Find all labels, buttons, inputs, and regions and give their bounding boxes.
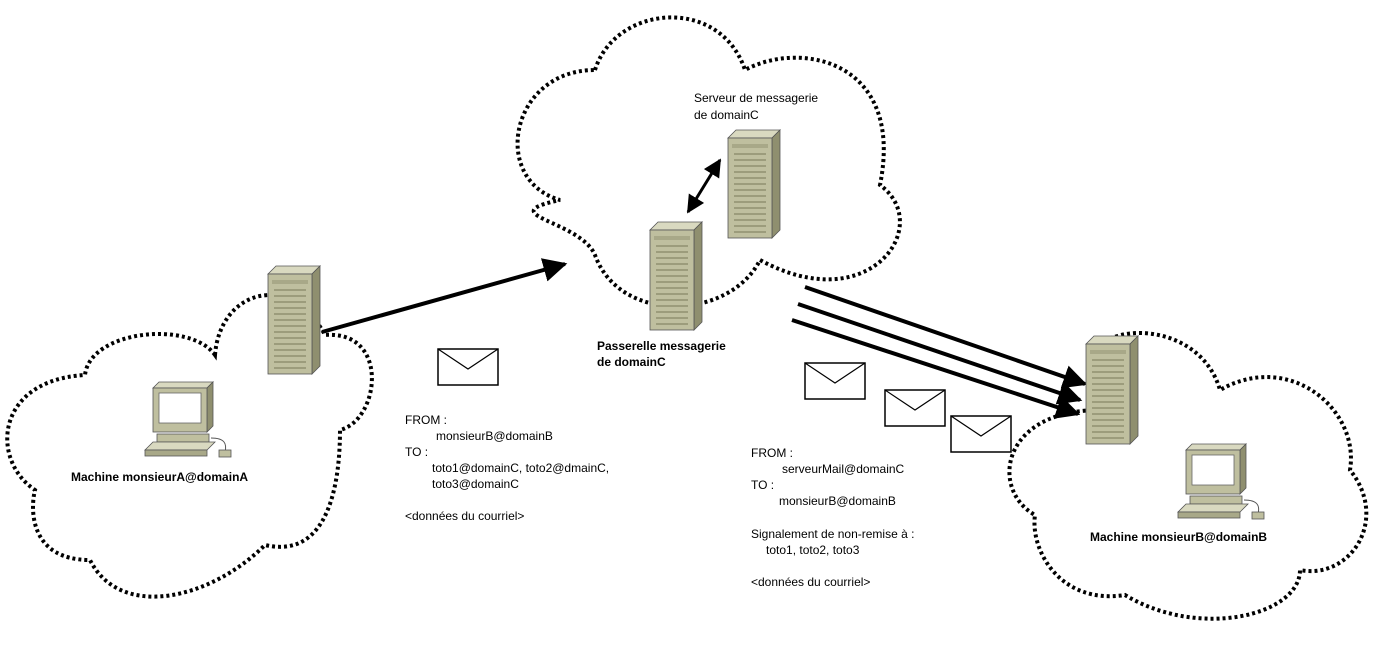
arrow-gateway-server: [686, 158, 722, 214]
msg1-from-value: monsieurB@domainB: [436, 429, 553, 443]
mail-server-label-line2: de domainC: [694, 108, 759, 122]
desktop-computer-icon: [144, 381, 232, 458]
server-tower-icon: [727, 129, 781, 239]
msg2-to-value: monsieurB@domainB: [779, 494, 896, 508]
server-tower-icon: [1085, 335, 1139, 445]
mail-server-label-line1: Serveur de messagerie: [694, 91, 819, 105]
arrow-domainA-to-gateway: [321, 258, 568, 334]
machine-b-label: Machine monsieurB@domainB: [1090, 530, 1268, 544]
cloud-c-outline: [515, 15, 902, 309]
server-tower-icon: [267, 265, 321, 375]
msg1-body: <données du courriel>: [405, 509, 525, 523]
msg2-notice-label: Signalement de non-remise à :: [751, 527, 915, 541]
envelope-icon: [437, 348, 499, 386]
machine-a-label: Machine monsieurA@domainA: [71, 470, 249, 484]
arrow-to-domainB-2: [797, 302, 1083, 405]
envelope-icon: [950, 415, 1012, 453]
msg2-from-value: serveurMail@domainC: [782, 462, 905, 476]
msg1-to-label: TO :: [405, 445, 429, 459]
arrow-to-domainB-1: [804, 285, 1088, 389]
gateway-label-line1: Passerelle messagerie: [597, 339, 726, 353]
msg1-to-value-line1: toto1@domainC, toto2@dmainC,: [432, 461, 610, 475]
cloud-a-outline: [5, 293, 374, 599]
server-tower-icon: [649, 221, 703, 331]
gateway-label-line2: de domainC: [597, 355, 666, 369]
arrow-to-domainB-3: [791, 318, 1081, 419]
envelope-icon: [804, 362, 866, 400]
msg2-to-label: TO :: [751, 478, 775, 492]
msg1-from-label: FROM :: [405, 413, 447, 427]
envelope-icon: [884, 389, 946, 427]
msg1-to-value-line2: toto3@domainC: [432, 477, 519, 491]
msg2-body: <données du courriel>: [751, 575, 871, 589]
desktop-computer-icon: [1177, 443, 1265, 520]
msg2-notice-value: toto1, toto2, toto3: [766, 543, 860, 557]
msg2-from-label: FROM :: [751, 446, 793, 460]
cloud-b-outline: [1007, 331, 1369, 621]
